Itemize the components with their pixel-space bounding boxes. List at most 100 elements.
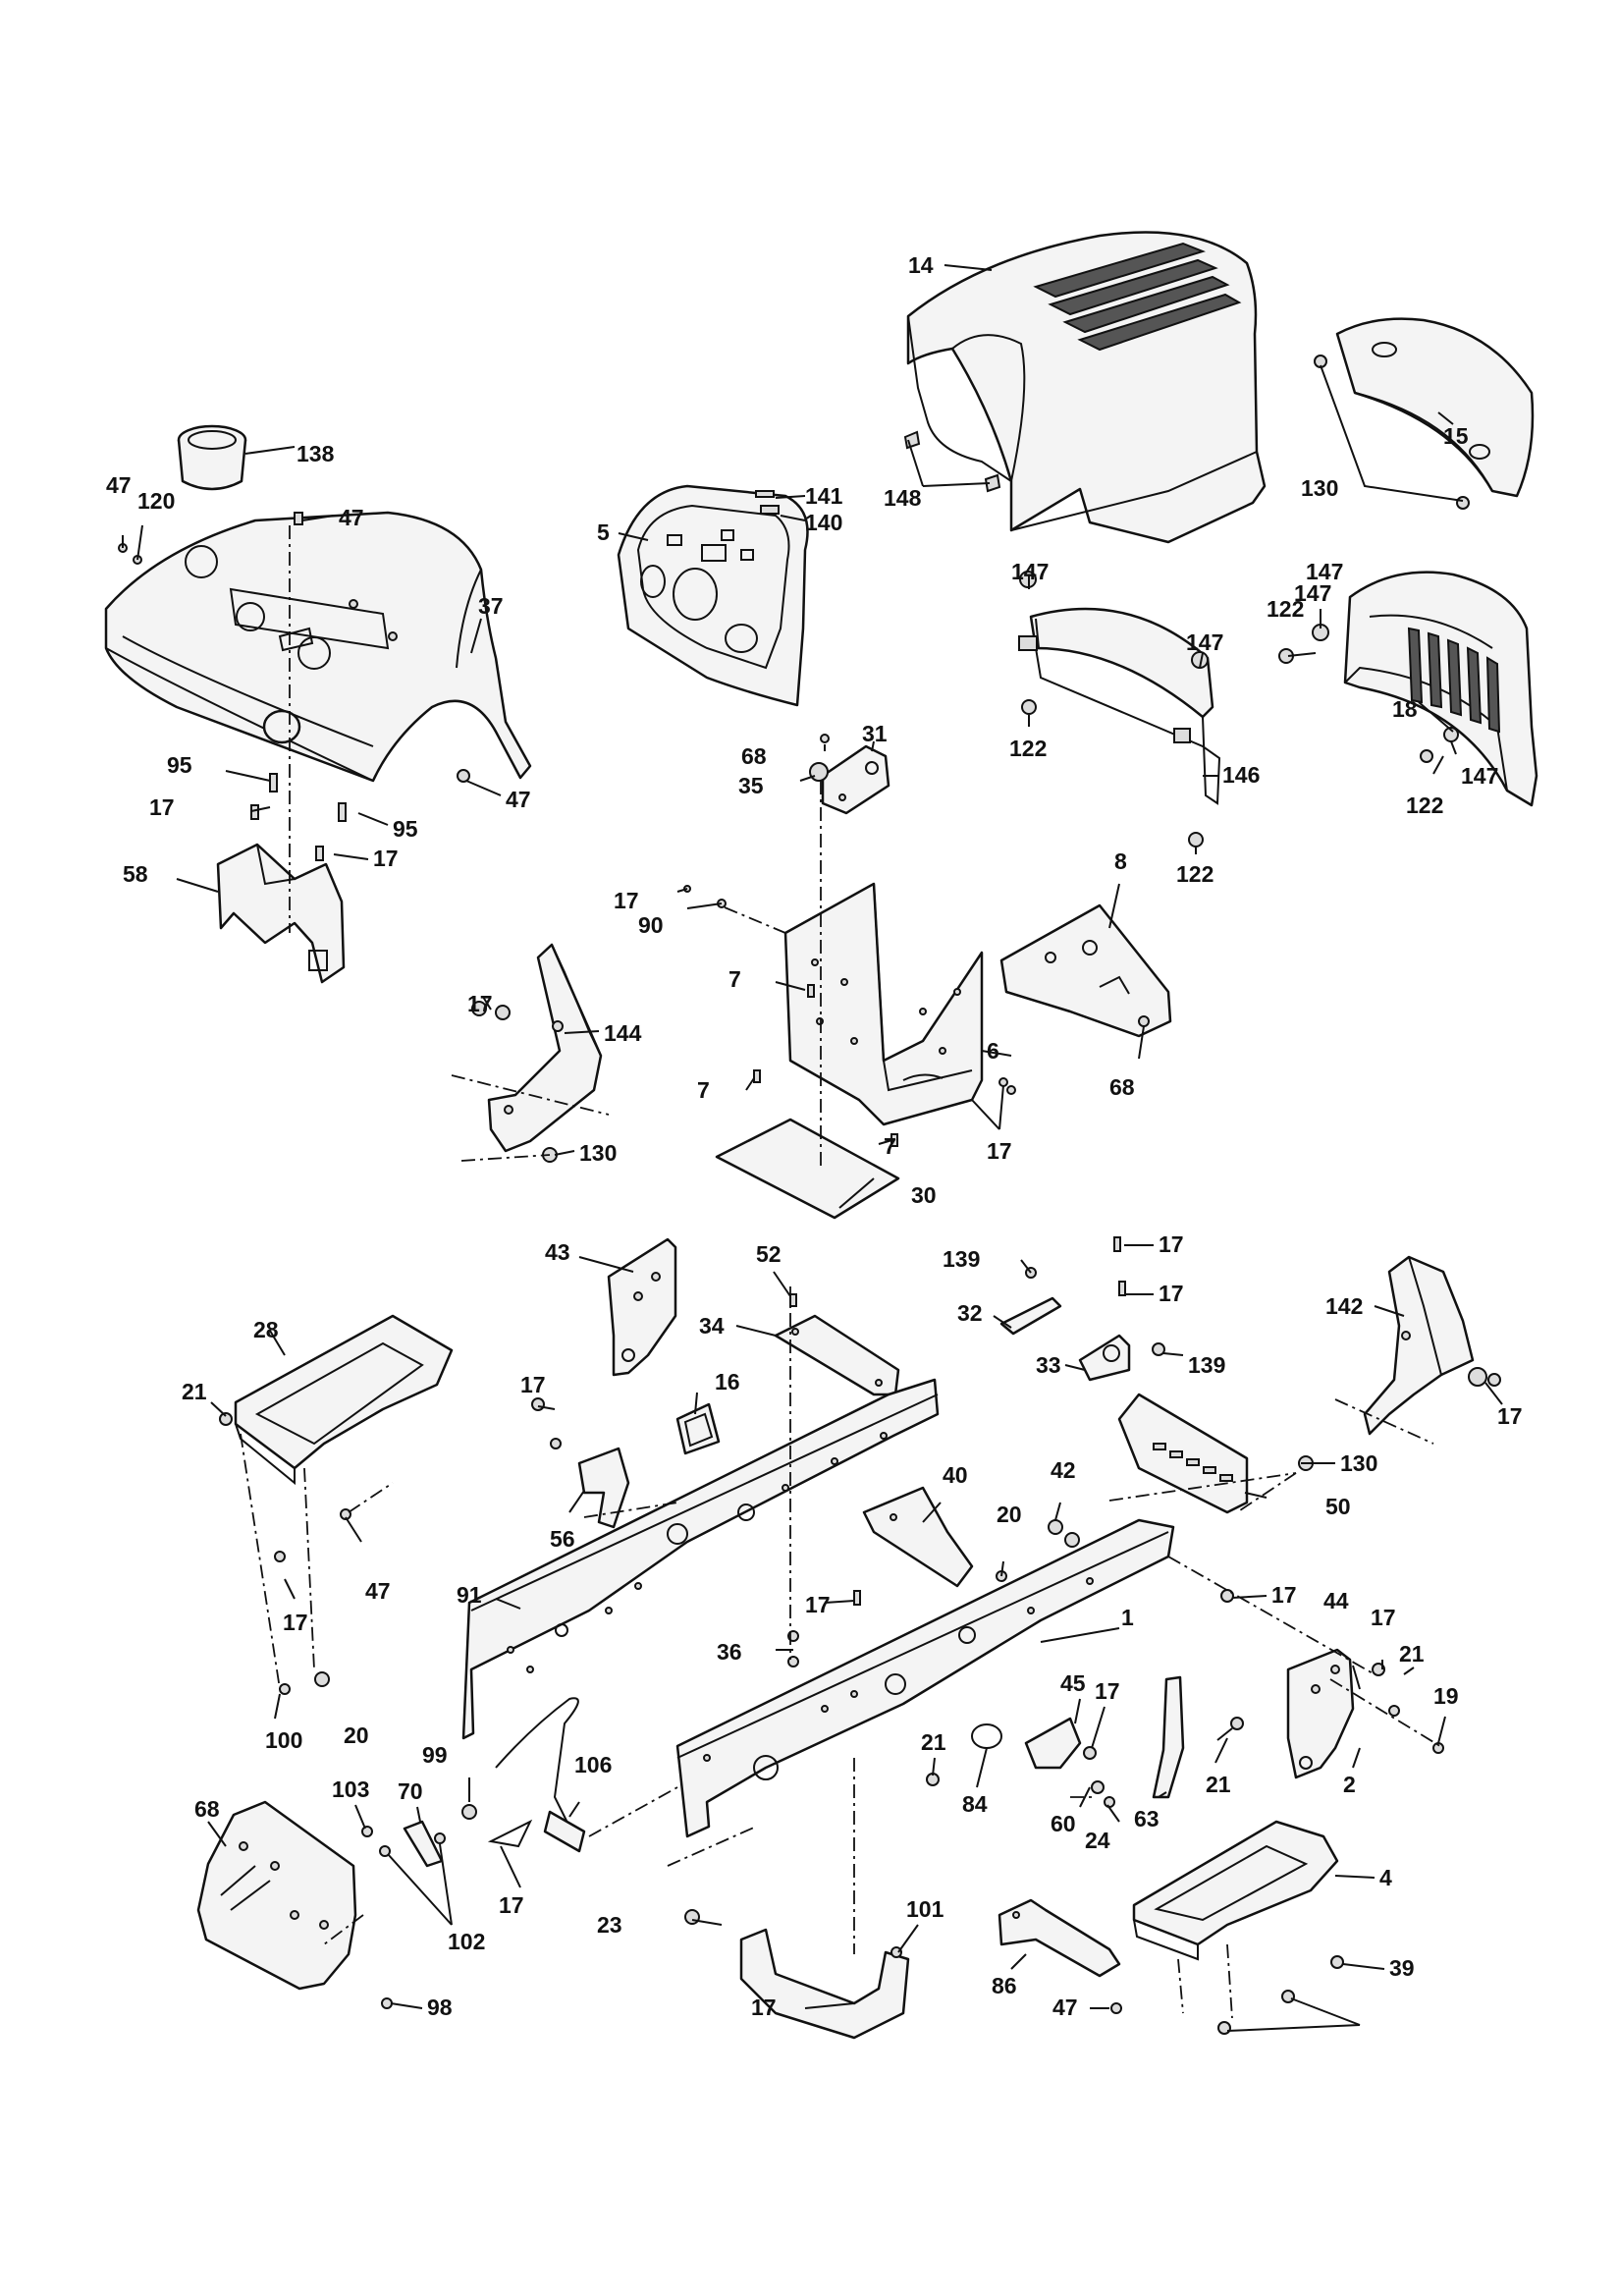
callout-17: 17 [614,888,639,913]
callout-147: 147 [1294,580,1331,606]
callout-68: 103 [332,1777,369,1802]
callout-labels: 14 15 130 148 138 47 120 47 141 140 5 37… [106,252,1523,2020]
rail-holes [507,1432,888,1673]
rear-shield-part [1117,1393,1249,1514]
right-frame-rail-part [675,1518,1175,1838]
dash-insert-part [755,490,775,498]
callout-99: 106 [574,1752,612,1777]
callout-122: 122 [1176,861,1214,887]
headlight-lens-part [1335,317,1535,498]
callout-42: 42 [1051,1457,1076,1483]
callout-122: 122 [1009,736,1047,761]
callout-130: 130 [1340,1450,1377,1476]
belt-guard-part [739,1928,910,2040]
callout-98: 17 [751,1995,777,2020]
callout-15: 15 [1443,423,1469,449]
callout-140: 140 [805,510,842,535]
linkage-part [403,1820,444,1868]
side-plate-part [607,1237,677,1377]
callout-17: 17 [520,1372,546,1397]
callout-70: 84 [962,1791,988,1817]
callout-1: 1 [1121,1605,1134,1630]
callout-5: 5 [597,519,610,545]
callout-86: 98 [427,1995,453,2020]
hood-part [906,231,1267,544]
callout-102: 17 [499,1892,524,1918]
grille-slots [1407,627,1501,734]
callout-148: 148 [884,485,922,511]
callout-142: 142 [1325,1293,1363,1319]
callout-36: 36 [717,1639,742,1665]
callout-7: 7 [884,1133,896,1159]
callout-2: 68 [194,1796,220,1822]
callout-43: 43 [545,1239,570,1265]
callout-91: 91 [457,1582,482,1608]
callout-33: 33 [1036,1352,1061,1378]
callout-144: 144 [604,1020,642,1046]
callout-7: 7 [728,966,741,992]
callout-106: 21 [921,1729,946,1755]
callout-8: 8 [1114,848,1127,874]
callout-95: 95 [393,816,418,842]
cup-holder-part [177,424,247,491]
dash-lens-part [760,505,780,515]
callout-100: 99 [422,1742,448,1768]
callout-39: 86 [992,1973,1017,1998]
callout-17: 17 [1159,1281,1184,1306]
callout-14: 14 [908,252,934,278]
callout-17: 17 [805,1592,831,1617]
callout-147: 147 [1461,763,1498,789]
callout-21: 21 [1399,1641,1425,1667]
callout-35: 35 [738,773,764,798]
right-plate-part [1286,1648,1355,1779]
clutch-bracket-part [971,1717,1082,1770]
callout-101: 23 [597,1912,622,1938]
right-mount-bracket-part [1363,1255,1475,1436]
callout-95: 95 [167,752,192,778]
grille-part [1343,571,1538,807]
callout-21: 21 [182,1379,207,1404]
callout-17: 19 [1433,1683,1459,1709]
callout-20: 20 [997,1502,1022,1527]
callout-68: 68 [741,743,767,769]
callout-17: 17 [283,1610,308,1635]
callout-6: 6 [987,1038,999,1064]
callout-122: 122 [1406,793,1443,818]
panel-holes [811,958,961,1055]
mount-bracket-56-part [577,1447,630,1529]
callout-147: 147 [1306,559,1343,584]
callout-19: 100 [265,1727,302,1753]
callout-17: 17 [467,991,493,1016]
callout-141: 141 [805,483,843,509]
right-footrest-part [1132,1820,1339,1961]
callout-28: 28 [253,1317,279,1342]
callout-31: 31 [862,721,888,746]
callout-17: 17 [1497,1403,1523,1429]
callout-47: 47 [106,472,132,498]
callout-146: 146 [1222,762,1260,788]
callout-18: 18 [1392,696,1418,722]
callout-7: 7 [697,1077,710,1103]
left-footrest-part [234,1314,454,1486]
callout-47: 47 [506,787,531,812]
left-mount-bracket-part [487,943,603,1153]
mount-bracket-40-part [862,1486,974,1588]
assembly-lines [240,525,1444,2019]
frame-holes [703,1577,1094,1762]
hood-clip-part [903,430,1001,493]
callout-52: 52 [756,1241,782,1267]
callout-17: 17 [1271,1582,1297,1608]
callout-147: 147 [1011,559,1049,584]
callout-120: 120 [137,488,175,514]
callout-44: 44 [1323,1588,1349,1613]
callout-34: 34 [699,1313,725,1339]
callout-50: 50 [1325,1494,1351,1519]
fender-part [104,511,532,783]
callout-4: 102 [448,1929,485,1954]
callout-32: 32 [957,1300,983,1326]
callout-30: 30 [911,1182,937,1208]
callout-24: 4 [1379,1865,1392,1890]
small-bracket-32-part [999,1296,1062,1336]
callout-130: 130 [579,1140,617,1166]
